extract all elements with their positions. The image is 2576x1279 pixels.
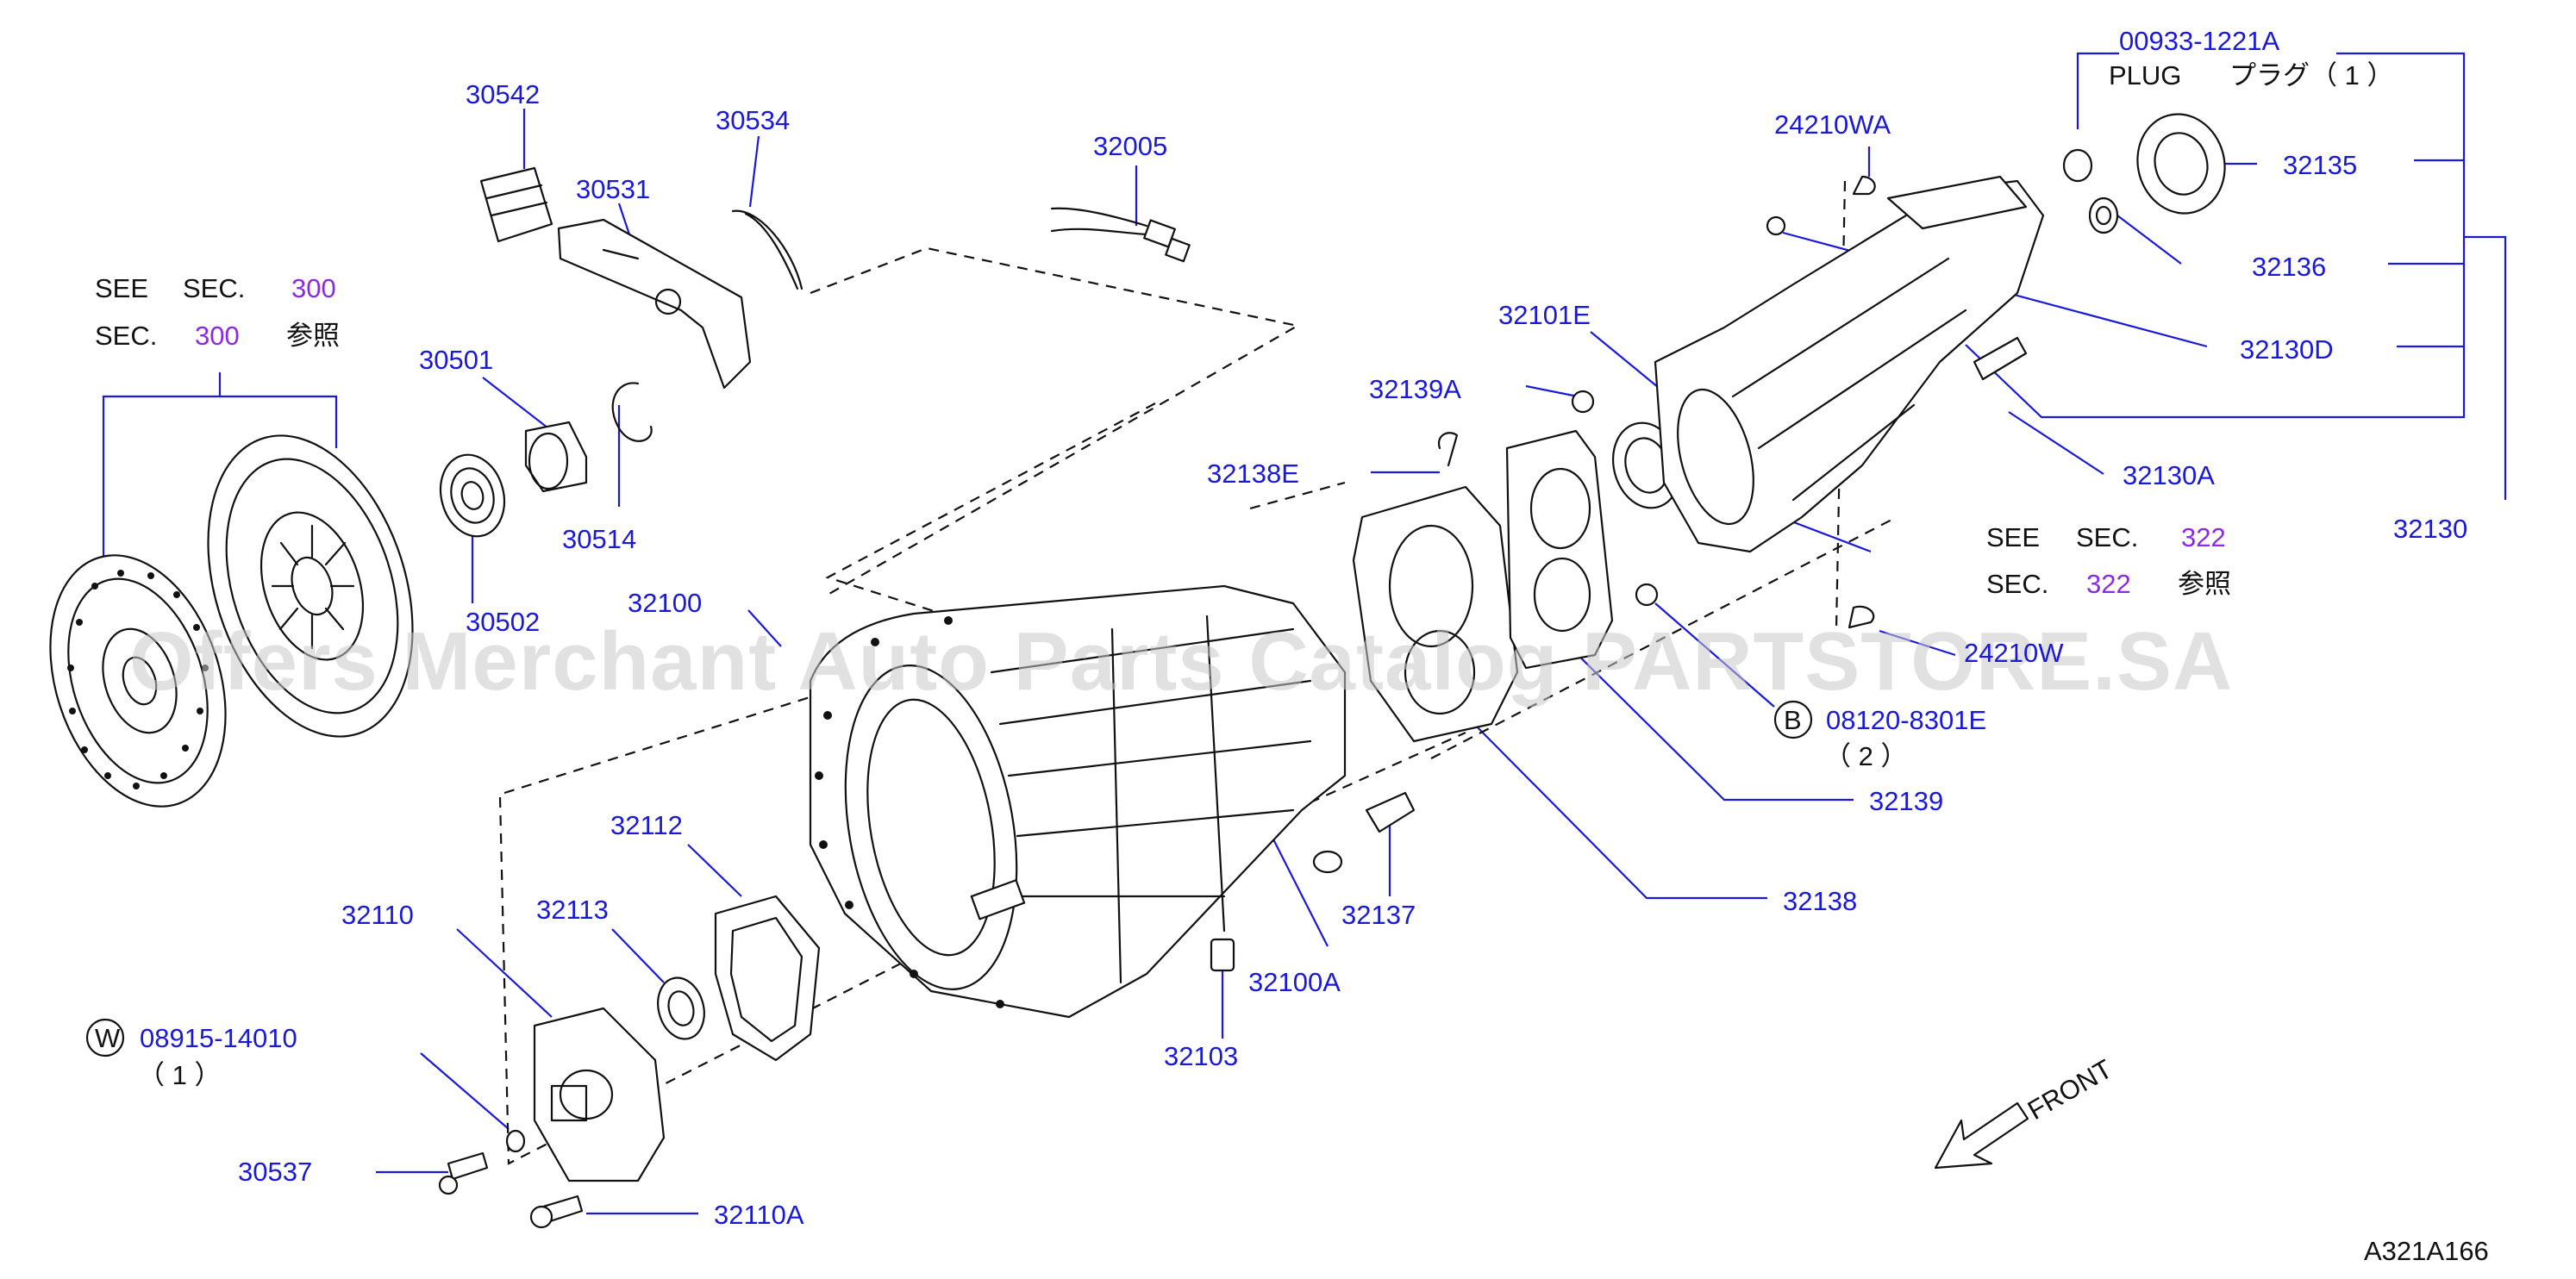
- part-30514[interactable]: 30514: [562, 524, 636, 554]
- see-sec-322-link[interactable]: 322: [2181, 522, 2226, 552]
- b-circle-icon: [1773, 700, 1813, 739]
- part-32130d[interactable]: 32130D: [2240, 334, 2334, 365]
- part-32112[interactable]: 32112: [610, 810, 683, 840]
- plug-qty: （ 1 ）: [2310, 60, 2393, 90]
- clutch-cover-drawing: [207, 434, 414, 738]
- part-32137[interactable]: 32137: [1341, 900, 1416, 930]
- plug-label: PLUG: [2109, 60, 2181, 90]
- part-32005[interactable]: 32005: [1093, 131, 1167, 161]
- watermark-text: Offers Merchant Auto Parts Catalog PARTS…: [129, 615, 2233, 708]
- clutch-disc-drawing: [49, 554, 227, 808]
- dust-boot-drawing: [479, 166, 553, 243]
- sec-300-link[interactable]: 300: [195, 321, 240, 351]
- part-32110a[interactable]: 32110A: [714, 1200, 804, 1230]
- part-32130a[interactable]: 32130A: [2123, 460, 2215, 490]
- part-08120-8301e[interactable]: 08120-8301E: [1826, 705, 1986, 735]
- part-32100[interactable]: 32100: [628, 588, 702, 618]
- part-00933-1221a[interactable]: 00933-1221A: [2119, 26, 2279, 56]
- sec-322-link[interactable]: 322: [2086, 569, 2131, 599]
- part-30542[interactable]: 30542: [466, 79, 540, 109]
- sec-300-ref: 参照: [286, 321, 340, 351]
- part-32136[interactable]: 32136: [2252, 252, 2326, 282]
- rear-seal-parts-drawing: [2062, 113, 2226, 234]
- diagram-code: A321A166: [2364, 1236, 2489, 1266]
- part-32135[interactable]: 32135: [2283, 150, 2357, 180]
- w-circle-icon: [85, 1018, 125, 1058]
- see-sec-322-see: SEE: [1986, 522, 2040, 552]
- release-sleeve-drawing: [524, 421, 588, 493]
- front-label: FRONT: [2023, 1053, 2117, 1126]
- part-32130[interactable]: 32130: [2393, 514, 2467, 544]
- circled-letters: [85, 700, 1813, 1058]
- part-24210w[interactable]: 24210W: [1964, 638, 2064, 668]
- part-32101e[interactable]: 32101E: [1498, 300, 1591, 330]
- part-30537[interactable]: 30537: [238, 1157, 312, 1187]
- see-sec-300-see: SEE: [95, 273, 148, 303]
- release-bearing-drawing: [439, 453, 506, 538]
- b-qty: （ 2 ）: [1824, 741, 1907, 771]
- part-32138[interactable]: 32138: [1783, 886, 1857, 916]
- part-30502[interactable]: 30502: [466, 607, 540, 637]
- sec-300-sec: SEC.: [95, 321, 157, 351]
- oil-seal-drawing: [657, 976, 705, 1040]
- transmission-case-drawing: [809, 584, 1347, 1019]
- part-30534[interactable]: 30534: [716, 105, 790, 135]
- plug-jp-label: プラグ: [2229, 60, 2310, 90]
- switch-drawing: [1050, 207, 1191, 263]
- part-32139[interactable]: 32139: [1869, 786, 1943, 816]
- part-32100a[interactable]: 32100A: [1248, 967, 1341, 997]
- part-32113[interactable]: 32113: [536, 895, 609, 925]
- part-24210wa[interactable]: 24210WA: [1774, 109, 1891, 140]
- clip-drawing: [611, 382, 653, 442]
- part-30501[interactable]: 30501: [419, 345, 493, 375]
- front-cover-drawing: [533, 1007, 666, 1182]
- adapter-plate-drawing: [1352, 429, 1614, 743]
- w-qty: （ 1 ）: [138, 1060, 221, 1090]
- part-32103[interactable]: 32103: [1164, 1041, 1238, 1071]
- b-letter: B: [1784, 705, 1802, 735]
- part-30531[interactable]: 30531: [576, 174, 650, 204]
- lever-spring-drawing: [731, 209, 803, 290]
- part-32139a[interactable]: 32139A: [1369, 374, 1461, 404]
- withdrawal-lever-drawing: [557, 218, 752, 390]
- see-sec-300-link[interactable]: 300: [291, 273, 336, 303]
- w-letter: W: [95, 1023, 121, 1053]
- part-32138e[interactable]: 32138E: [1207, 459, 1299, 489]
- sec-322-sec: SEC.: [1986, 569, 2048, 599]
- see-sec-322-sec: SEC.: [2076, 522, 2138, 552]
- extension-housing-drawing: [1654, 175, 2045, 553]
- front-arrow-icon: [1934, 1101, 2029, 1170]
- part-08915-14010[interactable]: 08915-14010: [140, 1023, 297, 1053]
- part-32110[interactable]: 32110: [341, 900, 414, 930]
- bolts-drawing: [438, 791, 1416, 1229]
- clip-24210-drawing: [1848, 175, 1876, 629]
- see-sec-300-sec: SEC.: [183, 273, 245, 303]
- sec-322-ref: 参照: [2178, 569, 2231, 599]
- gasket-drawing: [714, 895, 821, 1062]
